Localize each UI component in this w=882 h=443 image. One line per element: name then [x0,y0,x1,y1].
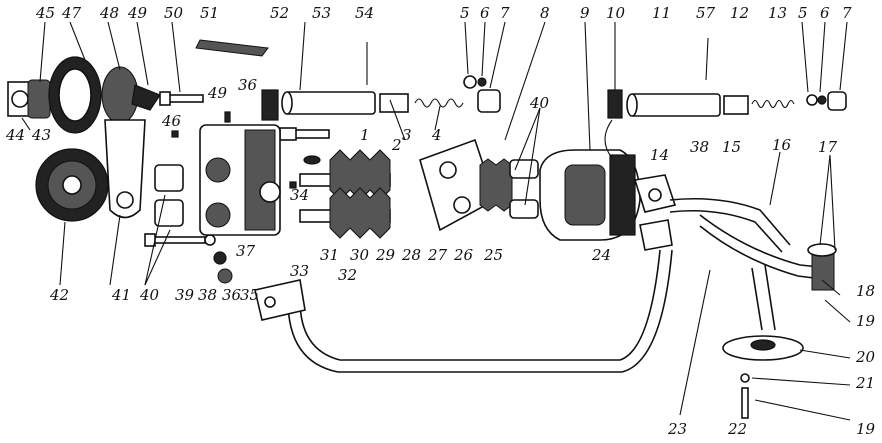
label-44: 44 [5,126,25,144]
label-20: 20 [855,348,876,366]
upper-valve-assembly [261,37,847,121]
label-4: 4 [431,126,442,144]
label-10: 10 [606,4,626,22]
label-36b: 36 [222,286,242,304]
label-23: 23 [667,420,687,438]
label-21: 21 [855,374,875,392]
label-3: 3 [402,126,412,144]
label-38b: 38 [198,286,217,304]
label-6b: 6 [820,4,830,22]
label-42: 42 [49,286,69,304]
pump-rotors [299,149,391,239]
label-50: 50 [164,4,184,22]
label-38: 38 [690,138,709,156]
label-27: 27 [427,246,448,264]
label-18: 18 [856,282,875,300]
label-7b: 7 [842,4,852,22]
label-41: 41 [111,286,131,304]
oil-pipes [254,197,837,419]
label-8: 8 [540,4,550,22]
label-39: 39 [175,286,195,304]
label-9: 9 [580,4,590,22]
label-19: 19 [856,312,876,330]
label-5: 5 [460,4,470,22]
label-25: 25 [483,246,503,264]
label-32: 32 [338,266,357,284]
pump-housing [539,119,677,251]
label-49b: 49 [207,84,228,102]
label-12: 12 [730,4,749,22]
label-1: 1 [360,126,370,144]
label-57: 57 [696,4,716,22]
label-16: 16 [772,136,792,154]
label-24: 24 [591,246,611,264]
label-29: 29 [375,246,396,264]
label-40: 40 [529,94,550,112]
label-31: 31 [320,246,339,264]
label-17: 17 [818,138,838,156]
label-7: 7 [500,4,510,22]
label-49: 49 [127,4,148,22]
label-22: 22 [727,420,747,438]
label-43: 43 [31,126,51,144]
label-11: 11 [652,4,671,22]
label-15: 15 [722,138,741,156]
label-33: 33 [290,262,309,280]
drive-gear-assembly [7,56,161,222]
label-19b: 19 [856,420,876,438]
label-13: 13 [768,4,787,22]
pump-body-cover [154,124,281,236]
label-47: 47 [61,4,82,22]
label-5b: 5 [798,4,808,22]
label-53: 53 [312,4,331,22]
label-2: 2 [391,136,402,154]
label-48: 48 [99,4,119,22]
label-35: 35 [240,286,259,304]
label-28: 28 [401,246,421,264]
label-36: 36 [238,76,258,94]
label-54: 54 [355,4,374,22]
label-46: 46 [161,112,182,130]
label-52: 52 [270,4,289,22]
label-40b: 40 [139,286,160,304]
label-26: 26 [453,246,474,264]
part-labels: 45 47 48 49 50 51 52 53 54 5 6 7 8 9 10 … [5,4,876,438]
label-14: 14 [650,146,669,164]
label-37: 37 [236,242,256,260]
fasteners [144,39,330,284]
label-30: 30 [350,246,370,264]
gasket-plate [419,138,539,232]
label-45: 45 [35,4,55,22]
label-51: 51 [200,4,219,22]
label-6: 6 [480,4,490,22]
leader-lines [21,21,851,421]
label-34: 34 [290,186,309,204]
